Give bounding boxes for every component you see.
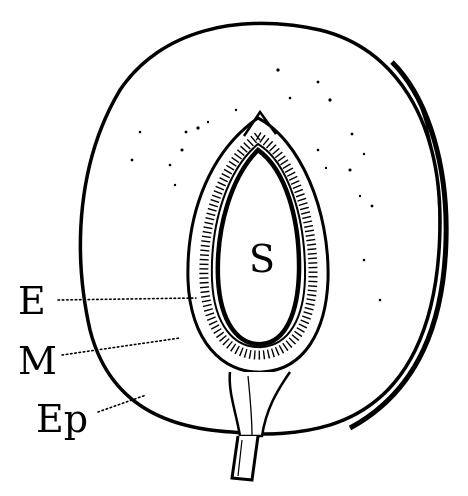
mesocarp-label: M [18,339,57,383]
endocarp-leader-line [57,297,197,301]
endocarp-label: E [18,279,46,323]
flesh-speckles [130,68,382,302]
seed: S [215,147,302,347]
seed-label: S [249,237,275,281]
epicarp-leader-line [97,394,147,413]
mesocarp-leader-line [61,337,181,356]
stalk [228,371,292,482]
epicarp-label: Ep [36,397,88,441]
